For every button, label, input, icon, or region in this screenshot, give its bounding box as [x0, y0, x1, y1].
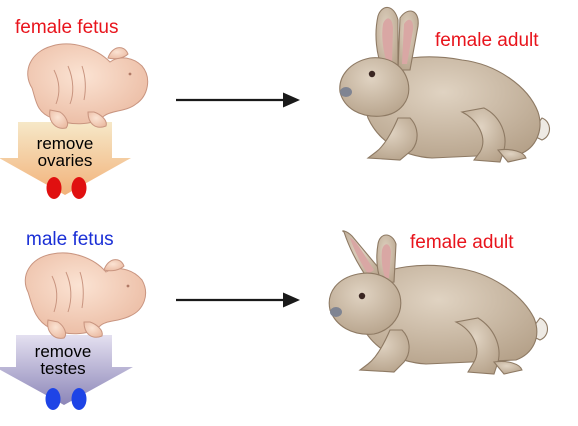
female-adult-label-top: female adult [435, 30, 539, 51]
female-fetus-label: female fetus [15, 17, 119, 38]
remove-testes-line1: remove [34, 342, 92, 361]
testis-left [45, 388, 61, 410]
ovary-left [46, 177, 62, 199]
arrow-bottom [176, 292, 300, 308]
remove-testes-arrow [0, 335, 133, 405]
female-adult-rabbit-top [339, 6, 551, 163]
remove-ovaries-arrow [0, 122, 131, 195]
remove-ovaries-line2: ovaries [37, 151, 93, 170]
remove-ovaries-line1: remove [36, 134, 94, 153]
female-adult-label-bottom: female adult [410, 232, 514, 253]
remove-testes-text: remove testes [8, 343, 118, 377]
remove-testes-line2: testes [40, 359, 86, 378]
male-fetus-rabbit [24, 252, 146, 339]
female-fetus-rabbit [27, 43, 149, 129]
arrow-top [176, 92, 300, 108]
remove-ovaries-text: remove ovaries [10, 135, 120, 169]
testis-right [71, 388, 87, 410]
female-adult-rabbit-bottom [328, 230, 549, 375]
ovary-right [71, 177, 87, 199]
male-fetus-label: male fetus [26, 229, 114, 250]
